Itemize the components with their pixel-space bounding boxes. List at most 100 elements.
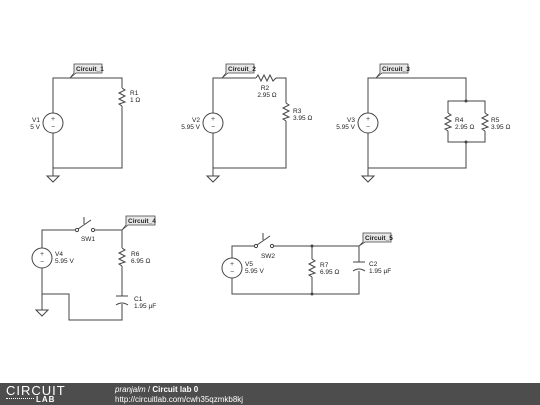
part-value: 1.95 µF [134, 303, 156, 310]
circuit-5: + − V5 5.95 V SW2 R7 6.95 Ω C2 1.95 µF C… [221, 232, 393, 296]
net-tag-label: Circuit_1 [76, 66, 104, 73]
junction-dot [310, 244, 314, 248]
circuit-title: Circuit lab 0 [152, 385, 199, 394]
net-tag-label: Circuit_4 [128, 218, 156, 225]
circuit-3: + − V3 5.95 V R4 2.95 Ω R5 3.95 Ω Circui… [336, 63, 510, 183]
net-tag-label: Circuit_2 [228, 66, 256, 73]
part-name: R2 [261, 85, 270, 92]
circuit-3-wire [367, 77, 467, 113]
part-value: 1.95 µF [369, 268, 391, 275]
voltage-source-icon[interactable]: + − [202, 112, 224, 134]
svg-text:−: − [366, 124, 370, 131]
voltage-source-icon[interactable]: + − [42, 112, 64, 134]
net-tag[interactable]: Circuit_5 [358, 232, 393, 247]
net-tag[interactable]: Circuit_4 [121, 215, 156, 231]
part-value: 3.95 Ω [491, 124, 510, 131]
circuit-4-wire [41, 268, 123, 321]
circuit-3-wire [447, 131, 486, 143]
net-tag[interactable]: Circuit_1 [69, 63, 104, 79]
circuit-5-wire [231, 245, 256, 258]
circuit-1-wire [52, 77, 123, 113]
net-tag-label: Circuit_5 [365, 235, 393, 242]
part-name: R1 [130, 90, 139, 97]
byline: pranjalm / Circuit lab 0 [115, 385, 198, 394]
footer-bar: CIRCUIT LAB pranjalm / Circuit lab 0 htt… [0, 383, 540, 405]
resistor-icon[interactable] [117, 87, 127, 107]
source-name: V1 [32, 117, 40, 124]
voltage-source-icon[interactable]: + − [357, 112, 379, 134]
junction-dot [310, 292, 314, 296]
svg-text:−: − [230, 269, 234, 276]
junction-dot [464, 140, 468, 144]
logo-text-top: CIRCUIT [6, 383, 66, 398]
source-value: 5.95 V [336, 124, 355, 131]
circuit-1-wire [52, 106, 123, 169]
capacitor-icon[interactable] [352, 261, 366, 272]
part-name: C2 [369, 261, 378, 268]
voltage-source-icon[interactable]: + − [31, 247, 53, 269]
resistor-icon[interactable] [255, 73, 277, 83]
logo-text-bottom: LAB [36, 395, 56, 404]
part-value: 2.95 Ω [455, 124, 474, 131]
svg-text:+: + [230, 261, 234, 268]
schematic-svg: + − V1 5 V R1 1 Ω Circuit_1 + − V2 5.95 … [30, 63, 510, 321]
svg-text:+: + [211, 116, 215, 123]
part-value: 1 Ω [130, 97, 140, 104]
ground-icon [360, 175, 376, 183]
ground-icon [34, 309, 50, 317]
resistor-icon[interactable] [443, 112, 453, 132]
part-value: 3.95 Ω [293, 115, 312, 122]
circuit-url-link[interactable]: http://circuitlab.com/cwh35qzmkb8kj [115, 395, 244, 404]
switch-icon[interactable] [74, 217, 96, 233]
part-value: 6.95 Ω [320, 269, 339, 276]
author-link[interactable]: pranjalm [115, 385, 146, 394]
circuit-5-wire [231, 271, 360, 295]
ground-icon [205, 175, 221, 183]
part-name: R5 [491, 117, 500, 124]
switch-name: SW2 [261, 253, 275, 260]
circuit-2-wire [212, 121, 287, 169]
circuit-2: + − V2 5.95 V R2 2.95 Ω R3 3.95 Ω Circui… [181, 63, 312, 183]
svg-text:−: − [211, 124, 215, 131]
circuit-3-wire [367, 133, 467, 169]
net-tag[interactable]: Circuit_3 [375, 63, 410, 79]
resistor-icon[interactable] [117, 247, 127, 267]
circuit-3-wire [447, 100, 486, 113]
source-value: 5 V [30, 124, 40, 131]
source-name: V3 [347, 117, 355, 124]
circuit-2-wire [276, 77, 287, 103]
source-name: V2 [192, 117, 200, 124]
part-name: R6 [131, 251, 140, 258]
voltage-source-icon[interactable]: + − [221, 257, 243, 279]
ground-icon [45, 175, 61, 183]
part-value: 6.95 Ω [131, 258, 150, 265]
capacitor-icon[interactable] [115, 295, 129, 306]
circuit-4-wire [41, 229, 77, 248]
part-name: R7 [320, 262, 329, 269]
resistor-icon[interactable] [480, 112, 490, 132]
circuitlab-logo[interactable]: CIRCUIT LAB [6, 384, 96, 404]
switch-icon[interactable] [253, 233, 275, 249]
source-value: 5.95 V [55, 258, 74, 265]
source-name: V4 [55, 251, 63, 258]
byline-separator: / [145, 385, 153, 394]
resistor-icon[interactable] [281, 102, 291, 122]
net-tag[interactable]: Circuit_2 [221, 63, 256, 79]
svg-text:−: − [51, 124, 55, 131]
circuit-4: + − V4 5.95 V SW1 R6 6.95 Ω C1 1.95 µF C… [31, 215, 156, 321]
source-value: 5.95 V [245, 268, 264, 275]
svg-text:+: + [366, 116, 370, 123]
junction-dot [464, 99, 468, 103]
part-name: R3 [293, 108, 302, 115]
part-name: C1 [134, 296, 143, 303]
svg-text:+: + [51, 116, 55, 123]
circuit-2-wire [212, 77, 256, 113]
circuit-1: + − V1 5 V R1 1 Ω Circuit_1 [30, 63, 140, 183]
resistor-icon[interactable] [307, 258, 317, 278]
circuit-5-wire [272, 245, 360, 262]
svg-text:+: + [40, 251, 44, 258]
svg-text:−: − [40, 259, 44, 266]
part-name: R4 [455, 117, 464, 124]
logo-circuit-trace-icon [6, 398, 34, 403]
